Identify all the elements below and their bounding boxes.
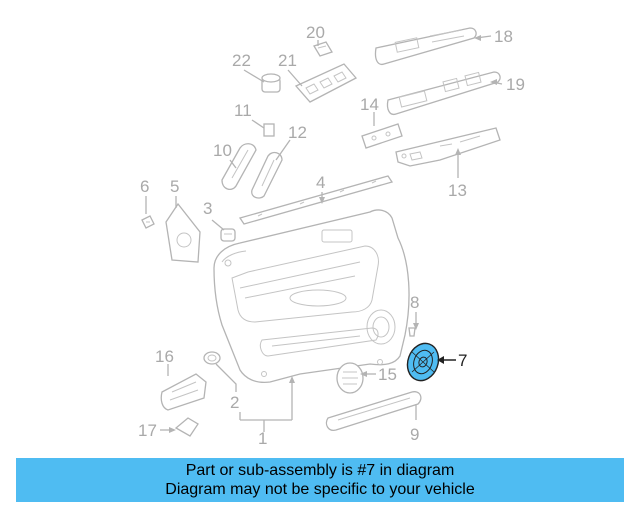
handle-bezel <box>203 351 221 365</box>
leader-lines <box>145 35 503 433</box>
screw <box>408 327 416 337</box>
callout-9: 9 <box>410 425 419 444</box>
window-switch-panel <box>294 63 358 103</box>
callout-10: 10 <box>213 141 232 160</box>
banner-line-1: Part or sub-assembly is #7 in diagram <box>185 462 455 479</box>
info-banner: Part or sub-assembly is #7 in diagram Di… <box>16 458 624 502</box>
callout-1: 1 <box>258 429 267 448</box>
callout-19: 19 <box>506 75 525 94</box>
speaker-grille <box>336 362 364 394</box>
door-trim-panel <box>213 209 410 384</box>
callout-16: 16 <box>155 347 174 366</box>
callout-18: 18 <box>494 27 513 46</box>
callout-5: 5 <box>170 177 179 196</box>
pillar-trim-left <box>221 143 257 191</box>
small-clip <box>263 123 275 137</box>
callout-20: 20 <box>306 23 325 42</box>
callout-13: 13 <box>448 181 467 200</box>
callout-3: 3 <box>203 199 212 218</box>
upper-trim-strip <box>238 175 394 225</box>
callout-6: 6 <box>140 177 149 196</box>
mirror-corner-cover <box>165 202 201 263</box>
callout-8: 8 <box>410 293 419 312</box>
callout-4: 4 <box>316 173 325 192</box>
plug <box>220 228 236 242</box>
callout-22: 22 <box>232 51 251 70</box>
callout-15: 15 <box>378 365 397 384</box>
lower-trim-strip <box>325 391 422 431</box>
callout-7[interactable]: 7 <box>458 351 467 370</box>
knob <box>261 73 281 93</box>
retainer <box>174 417 199 437</box>
callout-17: 17 <box>138 421 157 440</box>
callout-12: 12 <box>288 123 307 142</box>
banner-line-2: Diagram may not be specific to your vehi… <box>165 481 475 498</box>
door-handle <box>160 373 207 411</box>
switch-block <box>361 123 403 149</box>
armrest-bezel-lower <box>386 71 501 116</box>
clip <box>141 215 155 229</box>
callout-14: 14 <box>360 95 379 114</box>
small-switch <box>313 41 333 57</box>
armrest-bezel-upper <box>374 27 477 66</box>
pillar-trim-right <box>251 151 283 199</box>
armrest-bracket <box>395 127 501 167</box>
callout-11: 11 <box>234 101 252 120</box>
diagram-canvas: 1 2 3 4 5 6 7 8 9 10 11 12 13 14 15 16 1… <box>138 23 525 448</box>
callout-labels: 1 2 3 4 5 6 7 8 9 10 11 12 13 14 15 16 1… <box>138 23 525 448</box>
callout-21: 21 <box>278 51 297 70</box>
speaker-highlighted[interactable] <box>402 339 443 385</box>
callout-2: 2 <box>230 393 239 412</box>
